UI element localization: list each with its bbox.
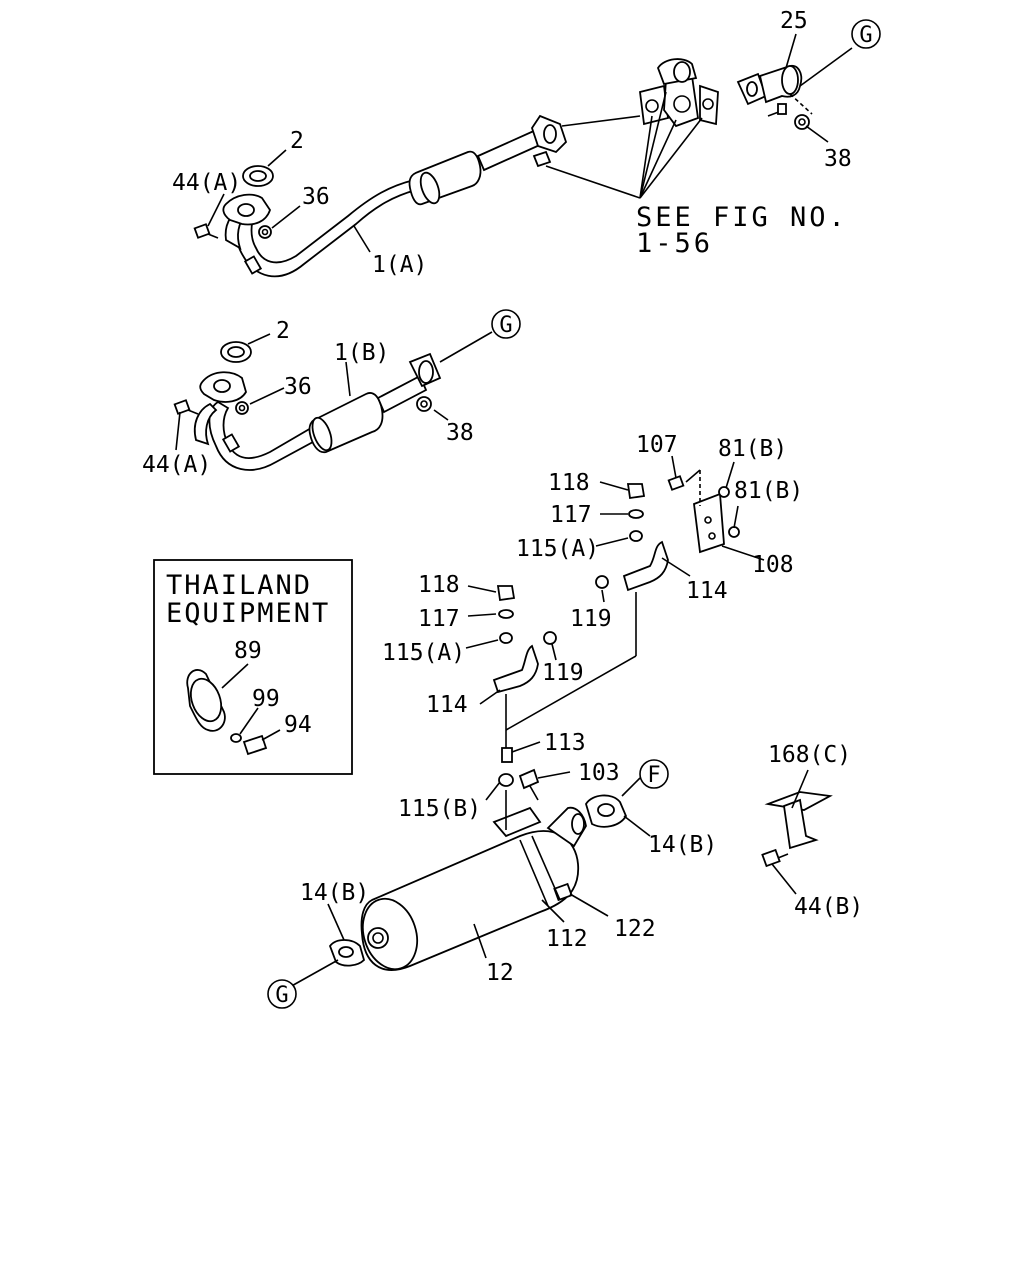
inset-title-line2: EQUIPMENT [166,598,330,629]
callout-36-mid: 36 [284,374,312,400]
callout-89: 89 [234,638,262,664]
callout-81b-1: 81(B) [718,436,787,462]
callout-119-b: 119 [542,660,584,686]
leader-lines-brackets [465,455,765,705]
callout-g-mid: G [499,313,512,338]
callout-115b: 115(B) [398,796,481,822]
callout-38-mid: 38 [446,420,474,446]
callout-118-a: 118 [548,470,590,496]
callout-94: 94 [284,712,312,738]
bracket-168c [761,769,833,895]
callout-12: 12 [486,960,514,986]
callout-107: 107 [636,432,678,458]
callout-99: 99 [252,686,280,712]
callout-103: 103 [578,760,620,786]
leader-lines-middle [175,331,493,451]
connection-circle-f: F [639,759,669,789]
see-fig-note-line2: 1-56 [636,228,713,259]
callout-14b-left: 14(B) [300,880,369,906]
callout-38-top: 38 [824,146,852,172]
callout-2-top: 2 [290,128,304,154]
callout-113: 113 [544,730,586,756]
callout-115a-a: 115(A) [516,536,599,562]
leader-lines-top [207,33,853,253]
callout-115a-b: 115(A) [382,640,465,666]
callout-44b: 44(B) [794,894,863,920]
callout-168c: 168(C) [768,742,851,768]
callout-117-a: 117 [550,502,592,528]
callout-119-a: 119 [570,606,612,632]
inset-title-line1: THAILAND [166,570,312,601]
exhaust-manifold-components [639,58,810,130]
callout-112: 112 [546,926,588,952]
callout-114-b: 114 [426,692,468,718]
callout-1b: 1(B) [334,340,389,366]
front-pipe-assembly-1a [193,114,568,278]
callout-36-top: 36 [302,184,330,210]
connection-circle-g-top: G [851,19,881,49]
connection-circle-g-bottom: G [267,979,297,1009]
callout-81b-2: 81(B) [734,478,803,504]
callout-2-mid: 2 [276,318,290,344]
thailand-equipment-inset [153,559,353,775]
callout-44a-mid: 44(A) [142,452,211,478]
callout-g-top: G [859,23,872,48]
callout-14b-right: 14(B) [648,832,717,858]
callout-44a-top: 44(A) [172,170,241,196]
callout-25: 25 [780,8,808,34]
callout-114-a: 114 [686,578,728,604]
callout-108: 108 [752,552,794,578]
hanger-brackets [492,469,740,750]
callout-f: F [647,763,660,788]
callout-122: 122 [614,916,656,942]
callout-118-b: 118 [418,572,460,598]
rear-muffler-assembly [287,741,651,989]
see-fig-note-line1: SEE FIG NO. [636,202,848,233]
callout-117-b: 117 [418,606,460,632]
callout-1a: 1(A) [372,252,427,278]
connection-circle-g-mid: G [491,309,521,339]
front-pipe-assembly-1b [173,341,442,471]
callout-g-bottom: G [275,983,288,1008]
